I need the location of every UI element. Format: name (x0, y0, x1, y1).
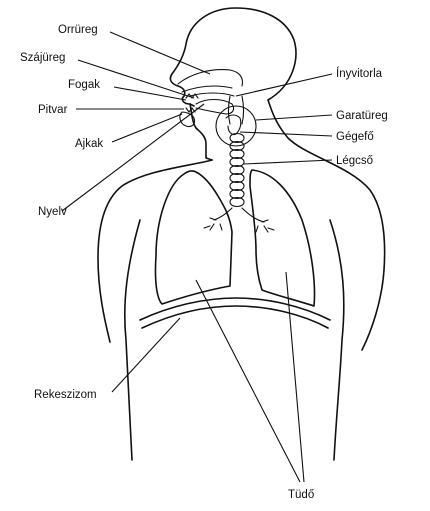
pharynx-circle (215, 105, 257, 147)
leader-teeth (113, 86, 187, 101)
label-teeth: Fogak (68, 79, 100, 91)
lower-teeth (185, 107, 196, 113)
airway (203, 95, 275, 233)
left-torso-outline (124, 219, 141, 461)
tongue-shape (195, 98, 235, 115)
head-outline (169, 7, 297, 107)
label-oral-cavity: Szájüreg (20, 52, 65, 64)
leader-lungs-left (195, 279, 301, 483)
leader-soft-palate (235, 73, 333, 97)
leader-trachea (243, 159, 333, 165)
leader-larynx (239, 131, 333, 137)
leader-pharynx (255, 114, 333, 121)
right-lung (249, 169, 316, 307)
diaphragm-upper (139, 297, 331, 321)
left-lung (154, 170, 233, 305)
nasal-floor (181, 85, 233, 93)
pharynx-tube (227, 95, 245, 125)
diaphragm (139, 297, 331, 329)
body-outline (97, 7, 386, 461)
leader-oral-cavity (77, 59, 195, 99)
nasal-cavity-shape (177, 69, 244, 87)
diaphragm-lower (141, 305, 329, 329)
label-lungs: Tüdő (288, 489, 314, 501)
leader-lungs-right (285, 271, 305, 483)
label-pharynx: Garatüreg (336, 110, 388, 122)
label-trachea: Légcső (336, 155, 373, 167)
right-shoulder-outline (267, 99, 386, 351)
leader-diaphragm (111, 317, 181, 393)
left-shoulder-outline (97, 159, 213, 343)
right-bronchus (241, 207, 275, 233)
leader-lips (111, 113, 183, 143)
head-internal (177, 69, 244, 128)
labels: Orrüreg Szájüreg Fogak Pitvar Ajkak Nyel… (20, 24, 388, 501)
label-larynx: Gégefő (336, 131, 374, 143)
label-nasal-cavity: Orrüreg (58, 24, 98, 36)
label-lips: Ajkak (75, 138, 103, 150)
leader-lines (61, 31, 333, 483)
leader-tongue (61, 103, 205, 212)
epiglottis (225, 114, 242, 136)
label-diaphragm: Rekeszizom (34, 389, 97, 401)
leader-nasal-cavity (109, 31, 211, 75)
lips-shape (179, 111, 196, 128)
label-vestibule: Pitvar (38, 104, 68, 116)
left-bronchus (203, 207, 233, 231)
trachea-rings (229, 132, 245, 208)
label-tongue: Nyelv (38, 206, 67, 218)
upper-teeth (185, 93, 199, 99)
label-soft-palate: Ínyvitorla (336, 67, 383, 80)
right-torso-outline (329, 219, 345, 461)
lungs (154, 169, 316, 307)
